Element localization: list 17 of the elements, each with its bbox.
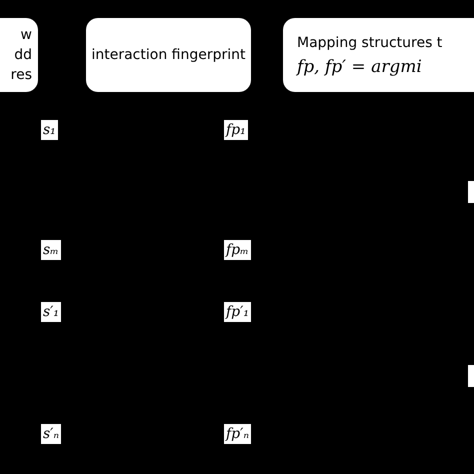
label-box — [468, 181, 474, 203]
math-label: sₘ — [41, 240, 61, 260]
step-box — [86, 18, 251, 92]
math-label: s′ₙ — [41, 424, 62, 444]
step-box — [0, 18, 38, 92]
box-title: interaction fingerprint — [91, 46, 246, 65]
formula: fp, fp′ = argmi — [297, 57, 422, 77]
math-label: fp₁ — [224, 120, 248, 140]
math-label: s₁ — [41, 120, 58, 140]
box-title: w dd res — [10, 26, 32, 85]
math-label: fp′ₙ — [224, 424, 251, 444]
label-box — [468, 365, 474, 387]
math-label: s′₁ — [41, 302, 61, 322]
math-label: fpₘ — [224, 240, 251, 260]
step-box — [283, 18, 474, 92]
box-title: Mapping structures t — [297, 34, 442, 53]
math-label: fp′₁ — [224, 302, 251, 322]
